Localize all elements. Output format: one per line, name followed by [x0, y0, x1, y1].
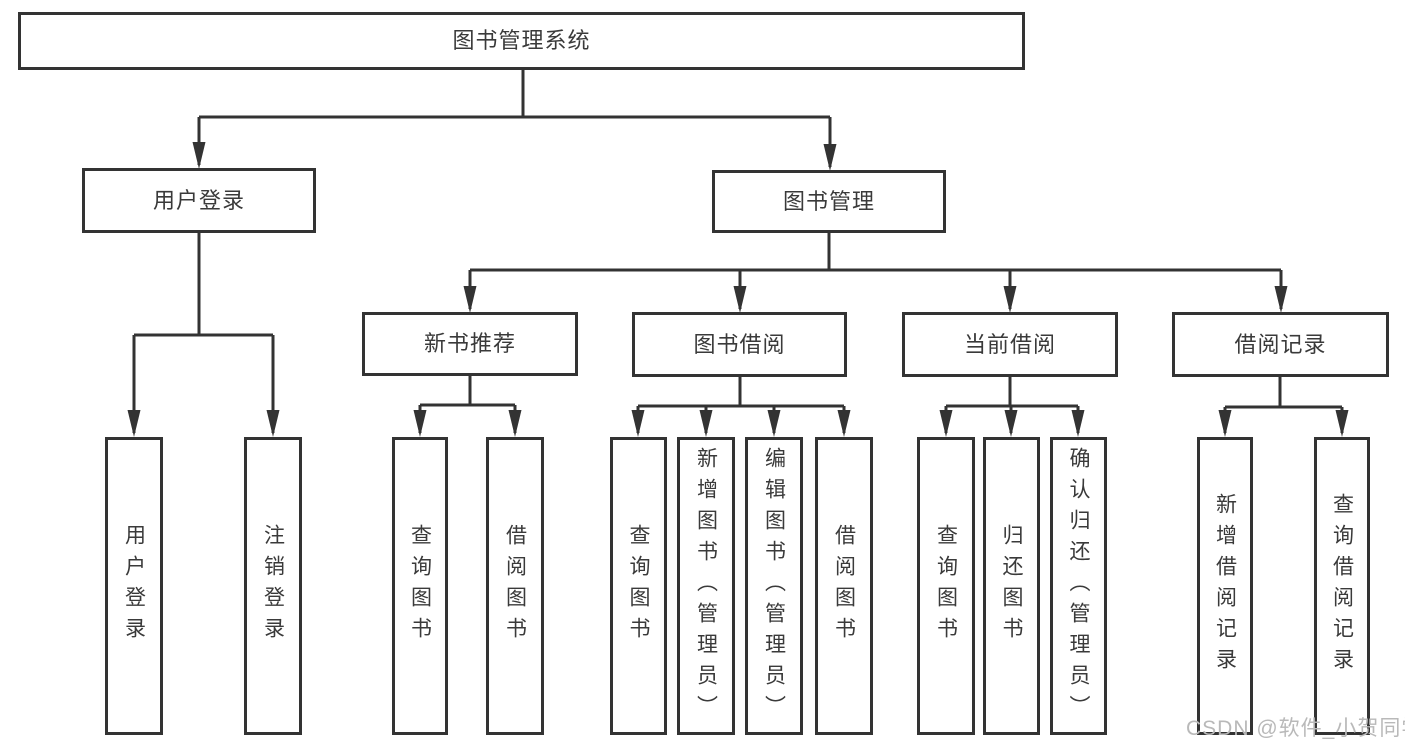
node-label: 查询图书 [627, 524, 650, 648]
node-label: 归还图书 [1000, 524, 1023, 648]
leaf-current-query-books: 查询图书 [917, 437, 975, 735]
leaf-records-add-borrow-record: 新增借阅记录 [1197, 437, 1253, 735]
node-label: 借阅图书 [503, 524, 527, 648]
leaf-borrowing-add-books-admin: 新增图书（管理员） [677, 437, 735, 735]
leaf-user-login: 用户登录 [105, 437, 163, 735]
node-book-borrowing: 图书借阅 [632, 312, 847, 377]
node-label: 注销登录 [261, 524, 285, 648]
leaf-recommendation-borrow-books: 借阅图书 [486, 437, 544, 735]
leaf-current-confirm-return-admin: 确认归还（管理员） [1050, 437, 1107, 735]
node-label: 确认归还（管理员） [1067, 446, 1090, 726]
leaf-current-return-books: 归还图书 [983, 437, 1040, 735]
node-label: 查询借阅记录 [1330, 493, 1354, 679]
node-label: 图书借阅 [693, 331, 786, 357]
node-label: 用户登录 [152, 187, 245, 213]
csdn-watermark: CSDN @软件_小贺同学 [1186, 717, 1405, 740]
leaf-borrowing-edit-books-admin: 编辑图书（管理员） [745, 437, 803, 735]
node-label: 查询图书 [408, 524, 432, 648]
node-label: 用户登录 [122, 524, 146, 648]
node-label: 当前借阅 [963, 331, 1056, 357]
leaf-logout: 注销登录 [244, 437, 302, 735]
leaf-borrowing-borrow-books: 借阅图书 [815, 437, 873, 735]
node-label: 图书管理 [782, 188, 875, 214]
node-label: 编辑图书（管理员） [762, 446, 786, 726]
node-label: 借阅图书 [832, 524, 856, 648]
leaf-recommendation-query-books: 查询图书 [392, 437, 448, 735]
node-current-borrowing: 当前借阅 [902, 312, 1118, 377]
node-label: 新增借阅记录 [1213, 493, 1237, 679]
node-label: 借阅记录 [1234, 331, 1327, 357]
node-borrowing-records: 借阅记录 [1172, 312, 1389, 377]
node-book-management: 图书管理 [712, 170, 946, 233]
node-user-login: 用户登录 [82, 168, 316, 233]
leaf-records-query-borrow-record: 查询借阅记录 [1314, 437, 1370, 735]
arrowheads [127, 142, 1349, 437]
node-label: 图书管理系统 [452, 28, 591, 53]
node-root-system: 图书管理系统 [18, 12, 1025, 70]
node-label: 查询图书 [934, 524, 958, 648]
node-new-book-recommendation: 新书推荐 [362, 312, 578, 376]
node-label: 新增图书（管理员） [694, 446, 718, 726]
node-label: 新书推荐 [423, 331, 516, 356]
leaf-borrowing-query-books: 查询图书 [610, 437, 667, 735]
